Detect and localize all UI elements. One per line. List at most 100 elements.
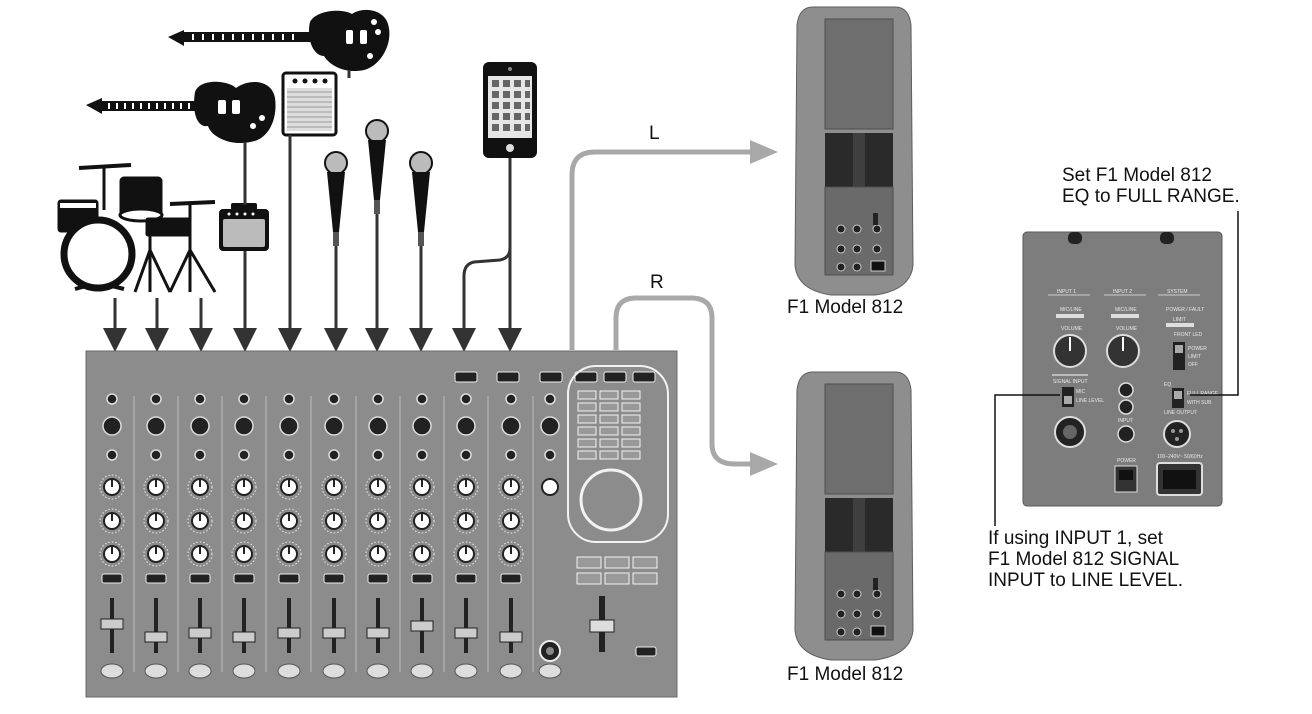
right-channel-label: R <box>650 272 664 293</box>
channel-strip <box>409 393 445 679</box>
mixer-button-icon <box>603 371 627 383</box>
mixer-button-icon <box>454 371 478 383</box>
grid-button-icon <box>604 572 630 585</box>
f1-speaker-rear <box>794 6 914 296</box>
volume-label: VOLUME <box>1061 326 1083 332</box>
eq-callout-line2: EQ to FULL RANGE. <box>1062 186 1240 207</box>
fader-icon <box>188 627 212 639</box>
speaker-jack-icon <box>836 627 846 637</box>
grid-button-icon <box>576 556 602 569</box>
channel-strip <box>321 393 357 679</box>
gain-knob-icon <box>324 416 344 436</box>
input2-label: INPUT 2 <box>1113 289 1132 295</box>
speaker-jack-icon <box>872 224 882 234</box>
trim-knob-icon <box>505 393 517 405</box>
grid-button-icon <box>621 402 641 412</box>
signal-callout-line3: INPUT to LINE LEVEL. <box>988 570 1184 591</box>
mic-line-label: MIC/LINE <box>1115 307 1137 313</box>
grid-button-icon <box>599 438 619 448</box>
mute-button-icon <box>145 573 167 584</box>
trim-knob-icon <box>416 393 428 405</box>
eq-option-with-sub: WITH SUB <box>1187 400 1212 406</box>
power-fault-label: POWER / FAULT <box>1166 307 1204 313</box>
speaker-jack-icon <box>852 262 862 272</box>
gain-knob-icon <box>456 416 476 436</box>
speaker-jack-icon <box>836 224 846 234</box>
drum-kit-icon <box>57 163 217 293</box>
speaker-jack-icon <box>836 244 846 254</box>
channel-strip <box>143 393 179 679</box>
rca-jack-icon <box>1118 382 1134 398</box>
speaker-jack-icon <box>852 224 862 234</box>
fader-icon <box>499 631 523 643</box>
gain-knob-icon <box>540 416 560 436</box>
aux-knob-icon <box>328 449 340 461</box>
power-label: POWER <box>1117 458 1136 464</box>
speaker-jack-icon <box>852 589 862 599</box>
mute-button-icon <box>500 573 522 584</box>
electric-guitar-icon <box>168 9 390 72</box>
mute-button-icon <box>411 573 433 584</box>
speaker-jack-icon <box>836 609 846 619</box>
mute-button-icon <box>101 573 123 584</box>
speaker-switch-icon <box>873 578 878 590</box>
eq-label: EQ <box>1164 382 1171 388</box>
mixer-button-icon <box>632 371 656 383</box>
select-button-icon <box>538 663 562 679</box>
gain-knob-icon <box>146 416 166 436</box>
aux-knob-icon <box>238 449 250 461</box>
fader-icon <box>454 627 478 639</box>
fader-icon <box>144 631 168 643</box>
grid-button-icon <box>599 414 619 424</box>
speaker-caption-top: F1 Model 812 <box>787 297 904 318</box>
fader-icon <box>232 631 256 643</box>
speaker-jack-icon <box>836 589 846 599</box>
channel-strip <box>187 393 223 679</box>
mic-line-label: MIC/LINE <box>1060 307 1082 313</box>
mute-button-icon <box>323 573 345 584</box>
grid-button-icon <box>577 426 597 436</box>
grid-button-icon <box>599 426 619 436</box>
aux-knob-icon <box>460 449 472 461</box>
speaker-caption-bottom: F1 Model 812 <box>787 664 904 685</box>
callout-leaders <box>994 211 1239 526</box>
trim-knob-icon <box>238 393 250 405</box>
limit-label: LIMIT <box>1173 317 1186 323</box>
mains-label: 100–240V~ 50/60Hz <box>1157 454 1203 460</box>
aux-knob-icon <box>372 449 384 461</box>
fader-icon <box>277 627 301 639</box>
grid-button-icon <box>604 556 630 569</box>
left-signal-cable <box>569 140 778 350</box>
speaker-jack-icon <box>852 244 862 254</box>
iec-power-inlet-icon <box>870 625 886 637</box>
select-button-icon <box>100 663 124 679</box>
instrument-cables <box>243 70 512 340</box>
mute-button-icon <box>367 573 389 584</box>
aux-knob-icon <box>544 449 556 461</box>
microphone-icon <box>409 151 433 246</box>
gain-knob-icon <box>279 416 299 436</box>
select-button-icon <box>232 663 256 679</box>
mute-button-icon <box>455 573 477 584</box>
volume-label: VOLUME <box>1116 326 1138 332</box>
trim-knob-icon <box>328 393 340 405</box>
select-button-icon <box>366 663 390 679</box>
rca-jack-icon <box>1118 399 1134 415</box>
signal-option-line: LINE LEVEL <box>1076 398 1104 404</box>
select-button-icon <box>277 663 301 679</box>
channel-strip <box>453 393 489 679</box>
signal-callout-line2: F1 Model 812 SIGNAL <box>988 549 1180 570</box>
aux-knob-icon <box>150 449 162 461</box>
gain-knob-icon <box>412 416 432 436</box>
right-signal-cable <box>613 295 778 476</box>
input1-label: INPUT 1 <box>1057 289 1076 295</box>
line-output-label: LINE OUTPUT <box>1164 410 1197 416</box>
speaker-jack-icon <box>872 244 882 254</box>
guitar-amplifier-icon <box>219 203 269 251</box>
channel-strip <box>365 393 401 679</box>
smartphone-icon <box>483 62 537 158</box>
select-button-icon <box>322 663 346 679</box>
led-option-limit: LIMIT <box>1188 354 1201 360</box>
speaker-jack-icon <box>836 262 846 272</box>
